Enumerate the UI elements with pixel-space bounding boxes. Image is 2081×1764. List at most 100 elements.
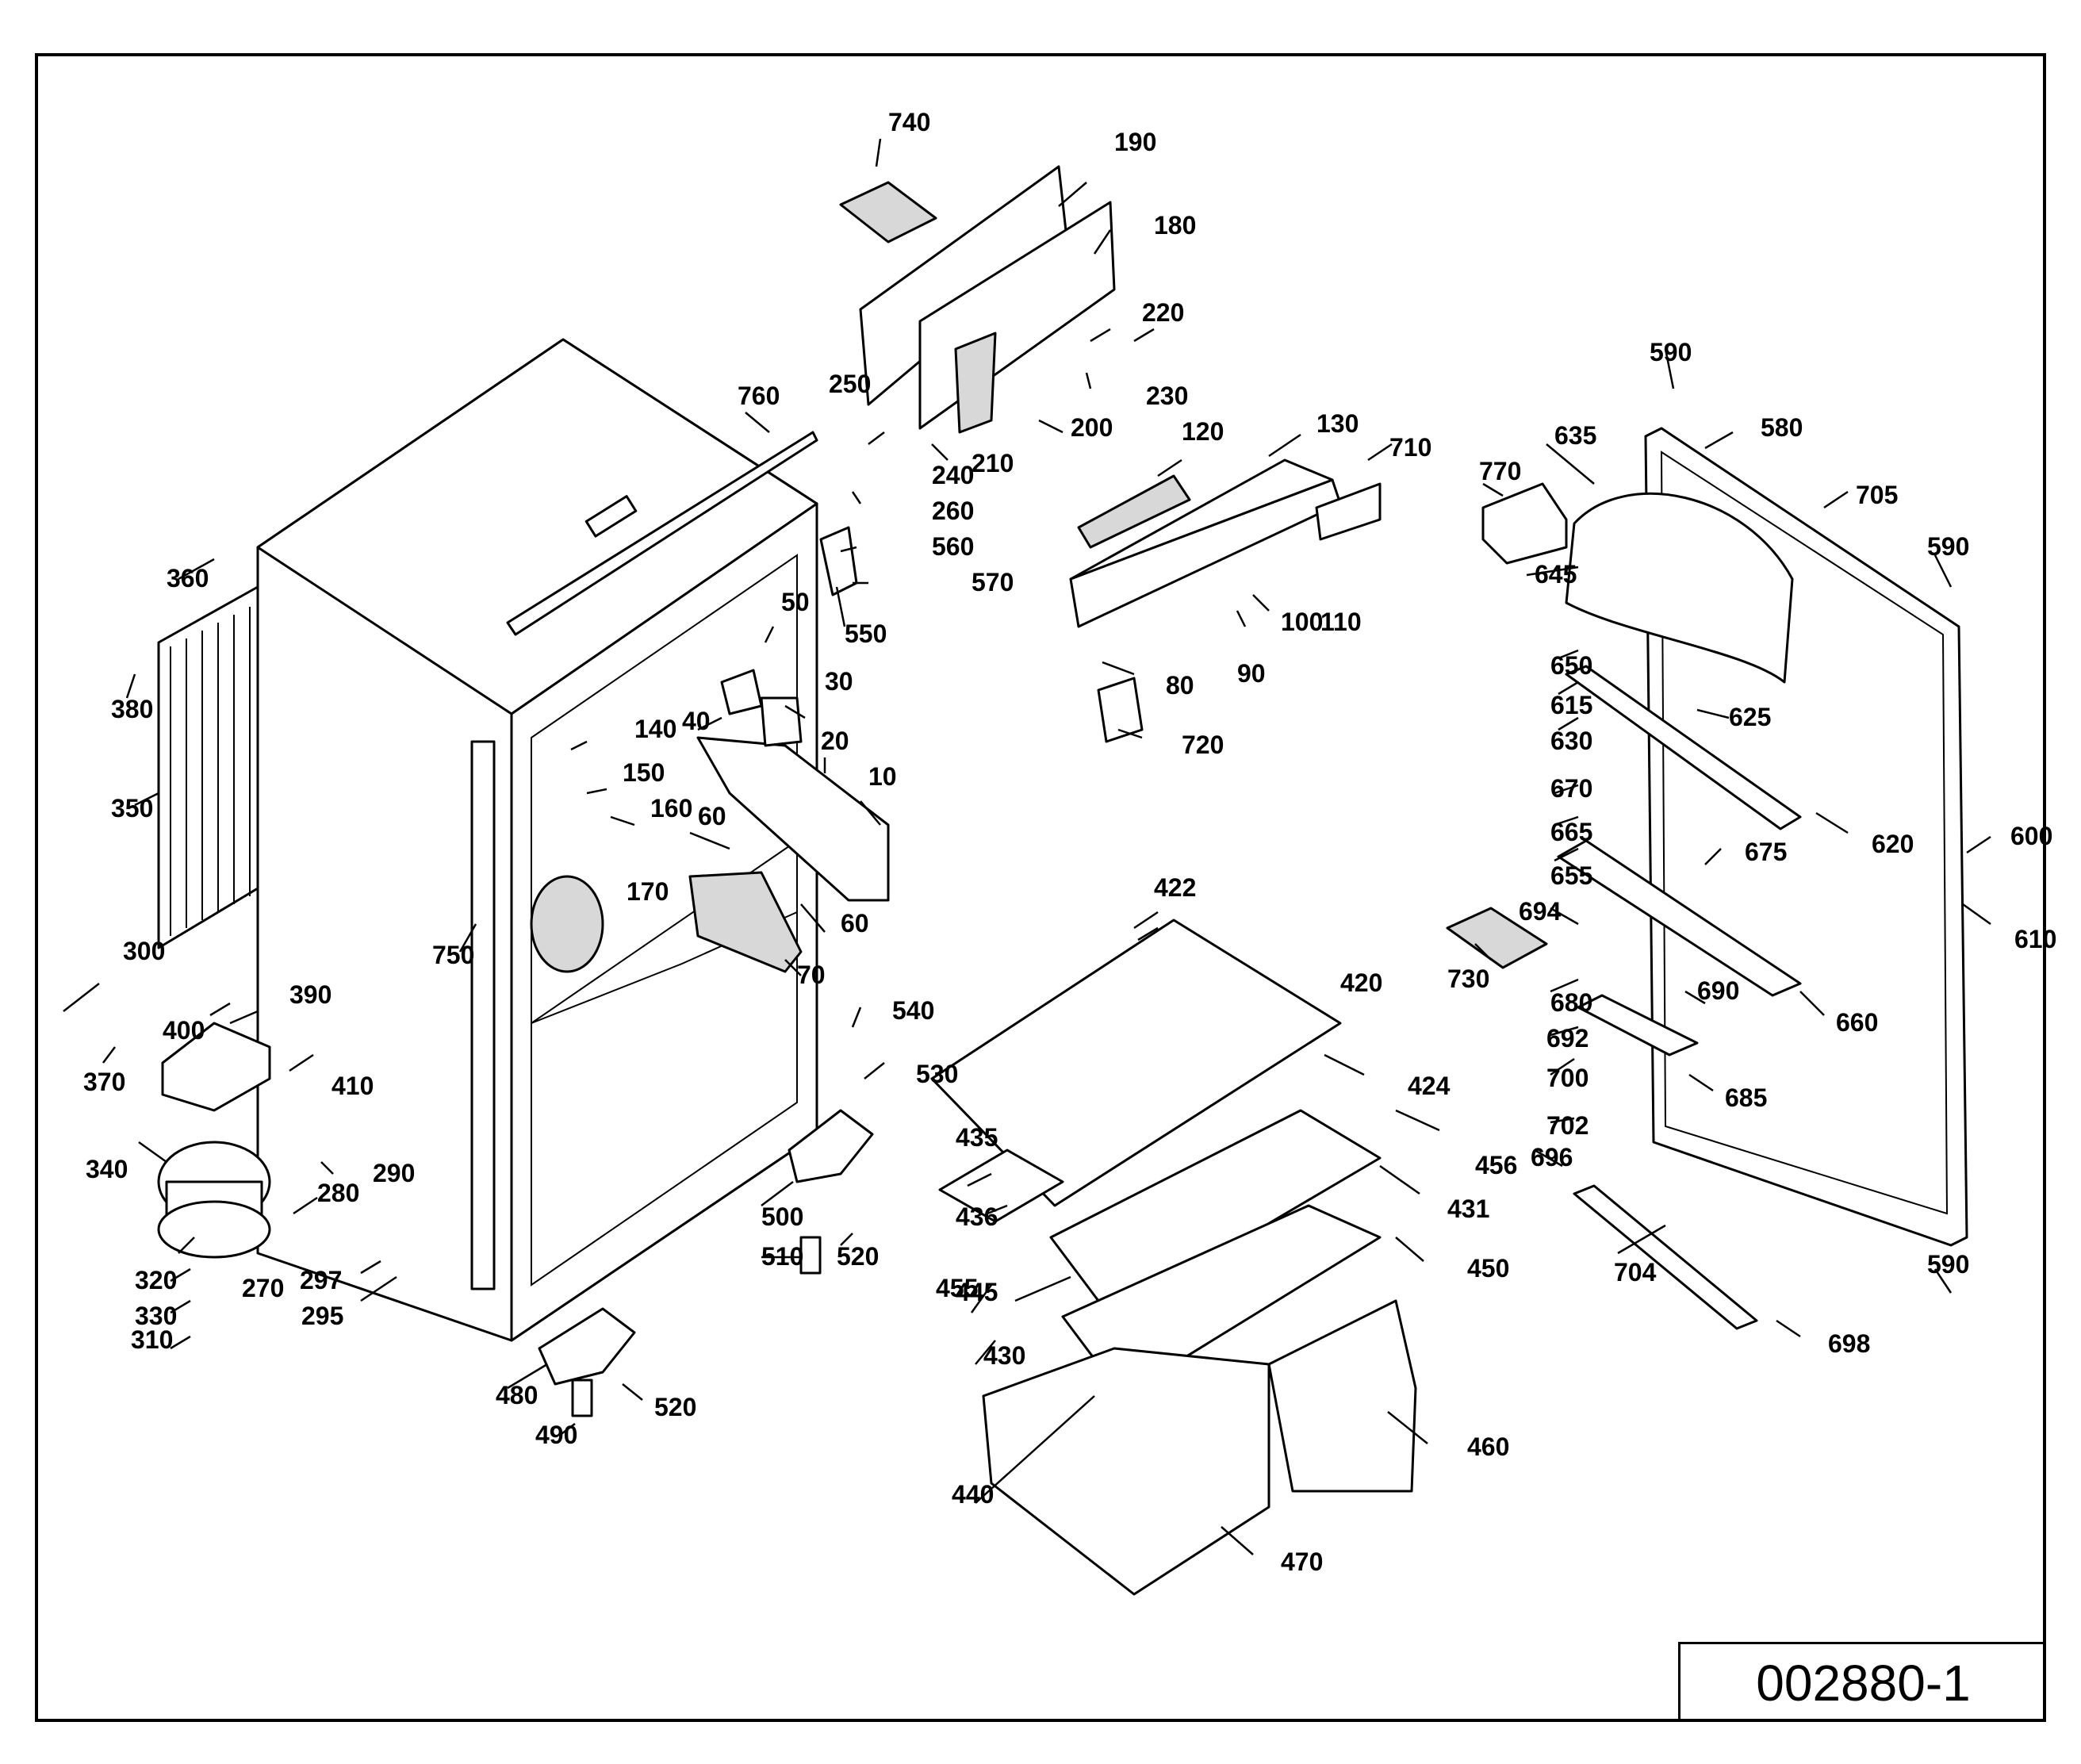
part-callout-60: 60 (841, 909, 869, 938)
part-callout-100: 100 (1281, 608, 1323, 636)
part-callout-40: 40 (682, 707, 711, 735)
part-callout-350: 350 (111, 794, 153, 823)
dairy-cover (1565, 492, 1794, 684)
part-callout-645: 645 (1535, 560, 1577, 589)
part-callout-445: 445 (956, 1278, 998, 1306)
part-callout-290: 290 (373, 1159, 415, 1187)
part-callout-70: 70 (797, 961, 826, 989)
part-callout-450: 450 (1467, 1254, 1509, 1283)
part-callout-130: 130 (1316, 409, 1359, 438)
part-callout-140: 140 (634, 715, 676, 743)
rail-clip (584, 495, 638, 538)
part-callout-685: 685 (1725, 1083, 1767, 1112)
part-callout-330: 330 (135, 1302, 177, 1330)
part-callout-730: 730 (1447, 964, 1489, 993)
part-callout-620: 620 (1872, 830, 1914, 858)
part-callout-160: 160 (650, 794, 692, 823)
part-callout-280: 280 (317, 1179, 359, 1207)
part-callout-310: 310 (131, 1325, 173, 1354)
part-callout-460: 460 (1467, 1432, 1509, 1461)
drawing-number-box: 002880-1 (1678, 1642, 2046, 1722)
part-callout-704: 704 (1614, 1258, 1657, 1287)
bottom-hinge (538, 1307, 636, 1386)
part-callout-436: 436 (956, 1202, 998, 1231)
crisper-cover (938, 1149, 1064, 1223)
part-callout-424: 424 (1408, 1072, 1451, 1100)
part-callout-80: 80 (1166, 671, 1194, 700)
part-callout-510: 510 (761, 1242, 803, 1271)
part-callout-770: 770 (1479, 457, 1521, 485)
part-callout-560: 560 (932, 532, 974, 561)
part-callout-430: 430 (983, 1341, 1025, 1370)
part-callout-20: 20 (821, 727, 849, 755)
part-callout-295: 295 (301, 1302, 343, 1330)
part-callout-655: 655 (1550, 861, 1592, 890)
part-callout-740: 740 (888, 108, 930, 136)
part-callout-400: 400 (163, 1016, 205, 1045)
part-callout-410: 410 (332, 1072, 374, 1100)
part-callout-650: 650 (1550, 651, 1592, 680)
part-callout-210: 210 (972, 449, 1014, 477)
part-callout-670: 670 (1550, 774, 1592, 803)
part-callout-440: 440 (952, 1480, 994, 1509)
part-callout-500: 500 (761, 1202, 803, 1231)
part-callout-10: 10 (868, 762, 897, 791)
part-callout-625: 625 (1729, 703, 1771, 731)
part-callout-240: 240 (932, 461, 974, 489)
part-callout-490: 490 (535, 1421, 577, 1449)
part-callout-470: 470 (1281, 1547, 1323, 1576)
part-callout-456: 456 (1475, 1151, 1517, 1179)
part-callout-390: 390 (289, 980, 332, 1009)
part-callout-665: 665 (1550, 818, 1592, 846)
drawing-frame (35, 53, 2046, 1722)
part-callout-675: 675 (1745, 838, 1787, 866)
part-callout-270: 270 (242, 1274, 284, 1302)
part-callout-520: 520 (654, 1393, 696, 1421)
part-callout-60: 60 (698, 802, 726, 830)
part-callout-702: 702 (1546, 1111, 1589, 1140)
part-callout-50: 50 (781, 588, 810, 616)
part-callout-590: 590 (1650, 338, 1692, 366)
door-shelf (1557, 839, 1802, 997)
drawing-number: 002880-1 (1756, 1655, 1971, 1712)
part-callout-170: 170 (627, 877, 669, 906)
part-callout-680: 680 (1550, 988, 1592, 1017)
part-callout-698: 698 (1828, 1329, 1870, 1358)
part-callout-90: 90 (1237, 659, 1266, 688)
part-callout-435: 435 (956, 1123, 998, 1152)
butter-box (1481, 482, 1568, 565)
part-callout-180: 180 (1154, 211, 1196, 240)
part-callout-220: 220 (1142, 298, 1184, 327)
part-callout-760: 760 (738, 382, 780, 410)
part-callout-696: 696 (1531, 1143, 1573, 1172)
part-callout-540: 540 (892, 996, 934, 1025)
light-housing (1069, 458, 1382, 743)
part-callout-250: 250 (829, 370, 871, 398)
part-callout-120: 120 (1182, 417, 1224, 446)
compressor (157, 1141, 271, 1259)
part-callout-150: 150 (623, 758, 665, 787)
hinge-pin (799, 1236, 822, 1275)
leader-lines (63, 138, 1991, 1555)
part-callout-422: 422 (1154, 873, 1196, 902)
part-callout-520: 520 (837, 1242, 879, 1271)
part-callout-380: 380 (111, 695, 153, 723)
cabinet (256, 338, 818, 1342)
part-callout-30: 30 (825, 667, 853, 696)
part-callout-230: 230 (1146, 382, 1188, 410)
part-callout-455: 455 (936, 1274, 978, 1302)
middle-hinge (788, 1109, 874, 1183)
part-callout-300: 300 (123, 937, 165, 965)
part-callout-710: 710 (1389, 433, 1431, 462)
part-callout-705: 705 (1856, 481, 1898, 509)
part-callout-260: 260 (932, 497, 974, 525)
part-callout-590: 590 (1927, 1250, 1969, 1279)
condenser-coil (157, 585, 259, 949)
part-callout-590: 590 (1927, 532, 1969, 561)
part-callout-615: 615 (1550, 691, 1592, 719)
part-callout-200: 200 (1071, 413, 1113, 442)
part-callout-700: 700 (1546, 1064, 1589, 1092)
ice-tray (839, 181, 937, 244)
part-callout-660: 660 (1836, 1008, 1878, 1037)
part-callout-630: 630 (1550, 727, 1592, 755)
